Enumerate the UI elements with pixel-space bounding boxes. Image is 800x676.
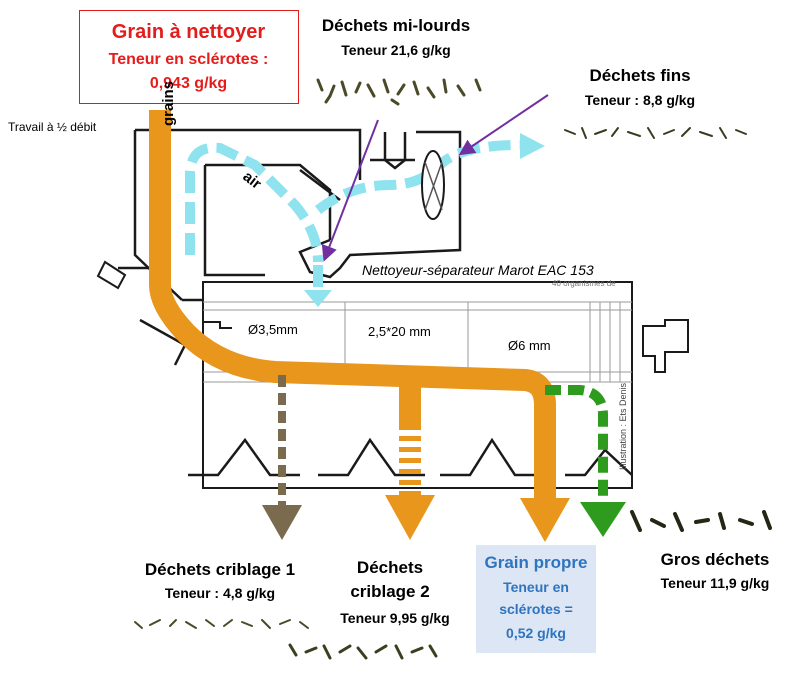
clean-grain-box: Grain propre Teneur en sclérotes = 0,52 … bbox=[476, 545, 596, 653]
coarse-arrowhead bbox=[580, 502, 626, 537]
fine-value: Teneur : 8,8 g/kg bbox=[584, 92, 696, 108]
screening2-value: Teneur 9,95 g/kg bbox=[340, 610, 450, 626]
debris-coarse bbox=[630, 510, 772, 532]
clean-title: Grain propre bbox=[484, 553, 588, 572]
mid-heavy-value: Teneur 21,6 g/kg bbox=[341, 42, 451, 58]
mode-label: Travail à ½ débit bbox=[8, 120, 97, 134]
grains-label: grains bbox=[160, 80, 177, 126]
debris-fine bbox=[564, 127, 747, 139]
debris-screening1 bbox=[134, 619, 309, 629]
machine-frame bbox=[96, 128, 689, 489]
coarse-value: Teneur 11,9 g/kg bbox=[660, 575, 770, 591]
screening2-title-line2: criblage 2 bbox=[350, 582, 430, 601]
grain-arrowhead-screening2 bbox=[385, 495, 435, 540]
screening2-title-line1: Déchets bbox=[356, 558, 424, 577]
clean-line3: 0,52 g/kg bbox=[506, 625, 566, 641]
fine-pointer bbox=[458, 94, 549, 156]
illustration-credit: Illustration : Ets Denis bbox=[618, 382, 628, 470]
screening1-title: Déchets criblage 1 bbox=[144, 560, 296, 579]
fine-title: Déchets fins bbox=[589, 66, 691, 85]
machine-name: Nettoyeur-séparateur Marot EAC 153 bbox=[362, 262, 594, 278]
air-arrowhead-fine bbox=[520, 133, 545, 159]
grain-arrowhead-clean bbox=[520, 498, 570, 542]
screening1-value: Teneur : 4,8 g/kg bbox=[164, 585, 276, 601]
screening1-arrowhead bbox=[262, 505, 302, 540]
input-content-line2: 0,943 g/kg bbox=[149, 75, 228, 92]
clean-line2: sclérotes = bbox=[499, 601, 573, 617]
sieve-1-label: Ø3,5mm bbox=[248, 322, 298, 337]
coarse-title: Gros déchets bbox=[660, 550, 770, 569]
debris-screening2 bbox=[288, 643, 438, 660]
input-title: Grain à nettoyer bbox=[111, 21, 266, 43]
mid-heavy-pointer bbox=[321, 119, 379, 262]
air-arrowhead-down bbox=[304, 290, 332, 307]
coarse-flow bbox=[545, 385, 608, 505]
grain-flow bbox=[149, 110, 556, 500]
input-content-line1: Teneur en sclérotes : bbox=[108, 51, 269, 68]
mid-heavy-title: Déchets mi-lourds bbox=[321, 16, 471, 35]
debris-mid-heavy bbox=[316, 78, 482, 106]
sieve-2-label: 2,5*20 mm bbox=[368, 324, 431, 339]
input-grain-box: Grain à nettoyer Teneur en sclérotes : 0… bbox=[79, 10, 299, 104]
sieve-3-label: Ø6 mm bbox=[508, 338, 551, 353]
faint-text: 40 organismes de bbox=[552, 279, 616, 288]
clean-line1: Teneur en bbox=[503, 579, 569, 595]
fan-icon bbox=[421, 150, 445, 220]
